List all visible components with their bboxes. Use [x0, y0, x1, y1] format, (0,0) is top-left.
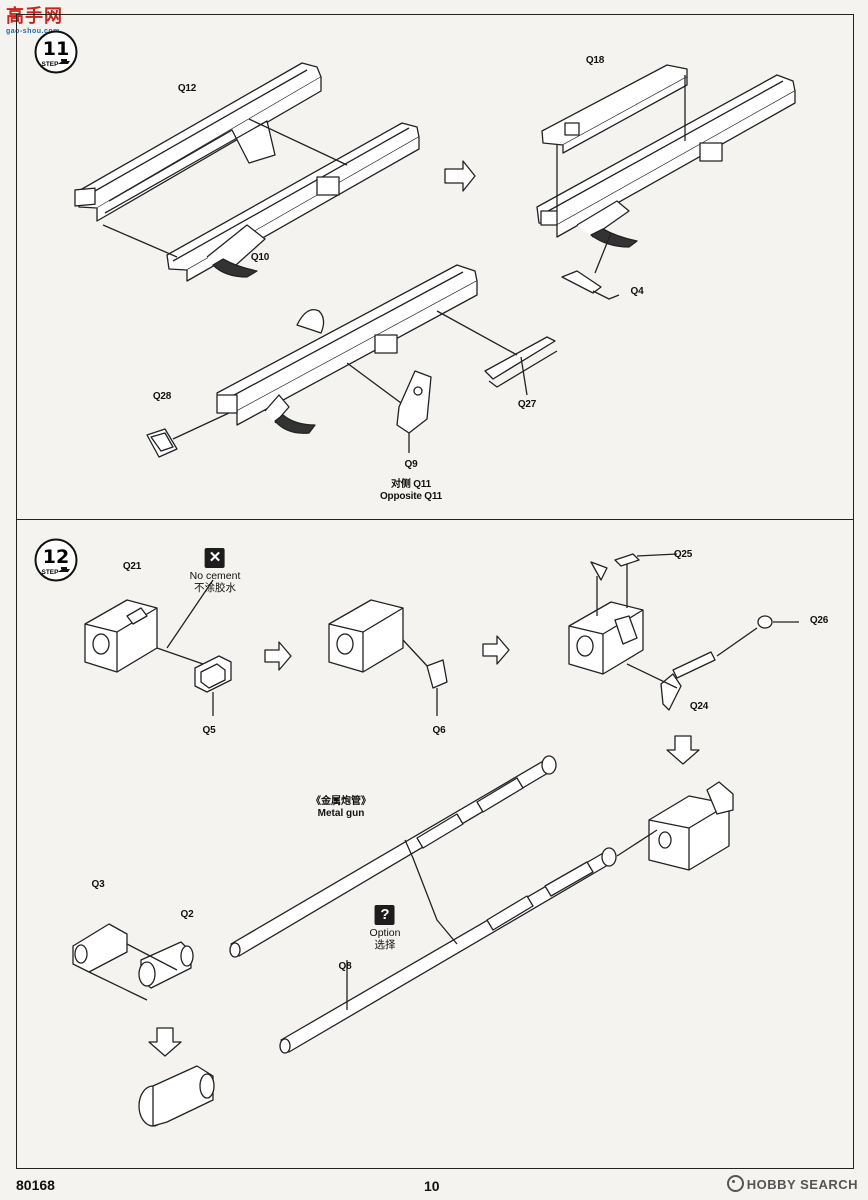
label-q2: Q2 [180, 909, 194, 920]
label-q9: Q9 [404, 459, 418, 470]
part-q8-barrel [279, 847, 617, 1054]
option-en: Option [369, 927, 401, 939]
question-box-icon: ? [375, 905, 395, 925]
label-q24: Q24 [689, 701, 709, 712]
label-opposite-en: Opposite Q11 [379, 491, 443, 502]
option-cn: 选择 [374, 939, 396, 951]
label-q6: Q6 [432, 725, 446, 736]
label-opposite-cn: 对侧 Q11 [391, 479, 431, 490]
no-cement-en: No cement [189, 570, 241, 582]
step-11-word: STEP [42, 61, 60, 68]
part-q26 [757, 615, 773, 629]
step-12-number: 12 [43, 546, 69, 568]
part-q9 [396, 370, 432, 434]
hobby-search-watermark: HOBBY SEARCH [726, 1175, 858, 1192]
site-watermark: 高手网 gao-shou.com [6, 2, 63, 35]
part-q5 [194, 655, 232, 693]
label-q4: Q4 [630, 286, 644, 297]
part-q3-muzzle [72, 923, 128, 973]
part-q27 [484, 336, 556, 380]
label-q10: Q10 [250, 252, 270, 263]
label-q28: Q28 [152, 391, 172, 402]
step-12-badge: 12 STEP [34, 538, 78, 582]
step-11-illustration [74, 62, 796, 458]
label-q27: Q27 [517, 399, 537, 410]
label-q21: Q21 [122, 561, 142, 572]
part-assembled-muzzle [138, 1065, 215, 1127]
part-assembled-breech [648, 781, 734, 871]
part-q4 [561, 270, 602, 294]
part-q18-cover [541, 64, 688, 154]
part-metal-gun-barrel [229, 755, 557, 958]
step-12-word: STEP [42, 569, 60, 576]
hobby-search-logo-icon [726, 1175, 744, 1192]
label-q12: Q12 [177, 83, 197, 94]
step-11-badge: 11 STEP [34, 30, 78, 74]
label-q18: Q18 [585, 55, 605, 66]
hobby-search-text: HOBBY SEARCH [746, 1177, 858, 1192]
option-note: ? Option 选择 [369, 905, 401, 951]
no-cement-note: ✕ No cement 不涂胶水 [189, 548, 241, 594]
arrow-right-icon [444, 160, 476, 192]
kit-number: 80168 [16, 1177, 55, 1193]
metal-gun-en: Metal gun [317, 808, 365, 819]
part-q6 [426, 659, 448, 689]
arrow-right-icon [482, 635, 510, 665]
label-q25: Q25 [673, 549, 693, 560]
no-cement-cn: 不涂胶水 [194, 582, 236, 594]
step-12-panel: 12 STEP [16, 519, 854, 1169]
watermark-brand: 高手网 [6, 6, 63, 26]
arrow-down-icon [666, 735, 700, 765]
arrow-down-icon [148, 1027, 182, 1057]
page-number: 10 [424, 1178, 440, 1194]
part-q24 [672, 651, 716, 679]
step-11-panel: 11 STEP [16, 14, 854, 520]
part-q21-breech [84, 599, 158, 673]
part-breech-step2 [328, 599, 404, 673]
metal-gun-cn: 《金属炮管》 [311, 796, 371, 807]
arrow-right-icon [264, 641, 292, 671]
part-q25-a [590, 561, 608, 581]
label-q8: Q8 [338, 961, 352, 972]
part-assembled-rail-bottom [216, 264, 478, 434]
label-q3: Q3 [91, 879, 105, 890]
cross-box-icon: ✕ [205, 548, 225, 568]
watermark-url: gao-shou.com [6, 28, 60, 35]
label-q5: Q5 [202, 725, 216, 736]
part-assembled-rail-top [536, 74, 796, 248]
step-11-number: 11 [43, 38, 69, 60]
part-q10-rail [166, 122, 420, 282]
step-12-illustration [72, 553, 799, 1127]
label-q26: Q26 [809, 615, 829, 626]
metal-gun-note: 《金属炮管》 Metal gun [311, 796, 371, 820]
part-breech-step3 [568, 601, 644, 675]
part-q25-b [614, 553, 640, 567]
part-q12-rail [74, 62, 322, 222]
